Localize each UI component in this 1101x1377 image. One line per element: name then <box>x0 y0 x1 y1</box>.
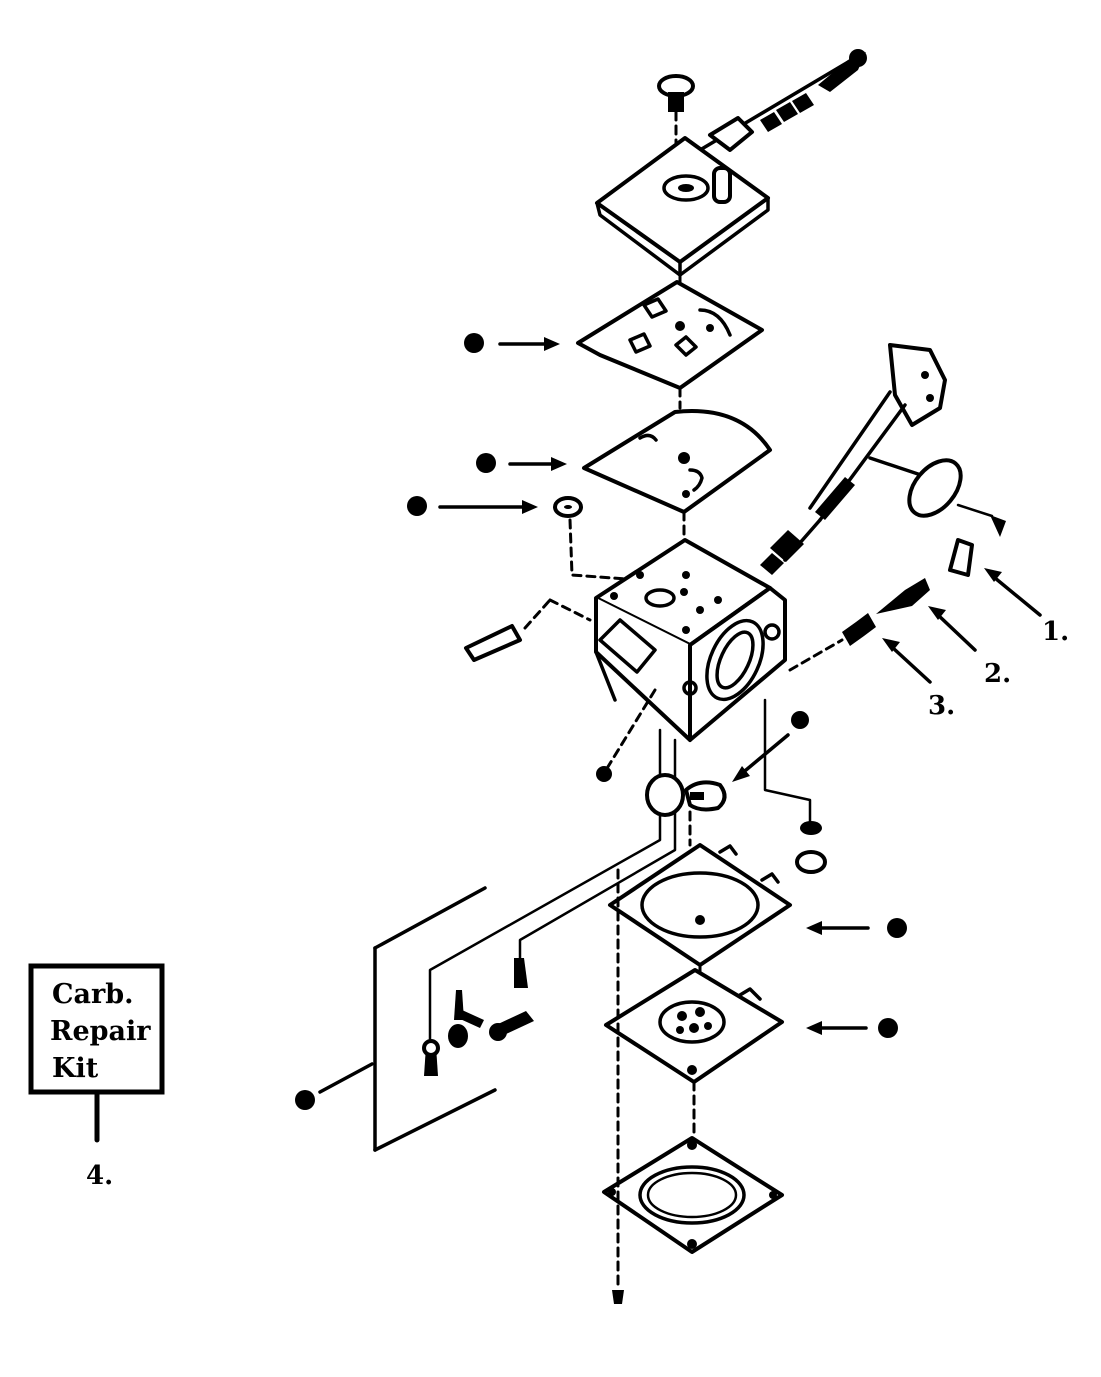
inlet-screen <box>553 496 642 582</box>
repair-kit-box: Carb. Repair Kit 4. <box>28 963 165 1191</box>
marker-diaphragm <box>476 453 567 473</box>
callout-label-3: 3. <box>928 691 955 721</box>
lower-screw <box>596 766 612 782</box>
bottom-cover <box>602 1136 784 1254</box>
cover-plate <box>595 116 770 277</box>
marker-gasket-sheet <box>295 1062 374 1110</box>
lower-screw-line <box>604 688 657 772</box>
marker-metering-gasket <box>806 918 907 938</box>
marker-gasket-1 <box>464 333 560 353</box>
gasket-sheet <box>373 886 497 1152</box>
pump-gasket <box>576 280 764 390</box>
callout-label-2: 2. <box>984 659 1011 689</box>
kit-number-label: 4. <box>86 1161 113 1191</box>
top-screw <box>657 74 695 112</box>
left-pin <box>464 598 592 662</box>
arrow-needle-seat <box>732 711 809 782</box>
small-parts <box>422 958 534 1076</box>
carburetor-body <box>594 538 787 742</box>
callout-arrow-3 <box>882 638 932 684</box>
small-washer <box>795 821 827 874</box>
throttle-plate <box>907 458 1006 537</box>
throttle-lever <box>760 343 947 575</box>
callout-arrow-1 <box>984 568 1042 617</box>
fuel-line-3 <box>763 698 812 832</box>
kit-label-line-3: Kit <box>52 1053 99 1084</box>
kit-label-line-2: Repair <box>50 1016 151 1047</box>
callout-label-1: 1. <box>1042 617 1069 647</box>
metering-gasket <box>608 843 792 967</box>
pump-diaphragm <box>582 409 772 514</box>
marker-metering-diaphragm <box>806 1018 898 1038</box>
metering-diaphragm <box>604 968 784 1084</box>
kit-label-line-1: Carb. <box>52 979 134 1010</box>
needle-clip <box>948 538 974 577</box>
callout-arrow-2 <box>928 606 977 652</box>
idle-needle <box>788 578 930 672</box>
inlet-needle-lever <box>645 773 727 817</box>
bottom-screw <box>612 1290 624 1304</box>
marker-screen <box>407 496 538 516</box>
